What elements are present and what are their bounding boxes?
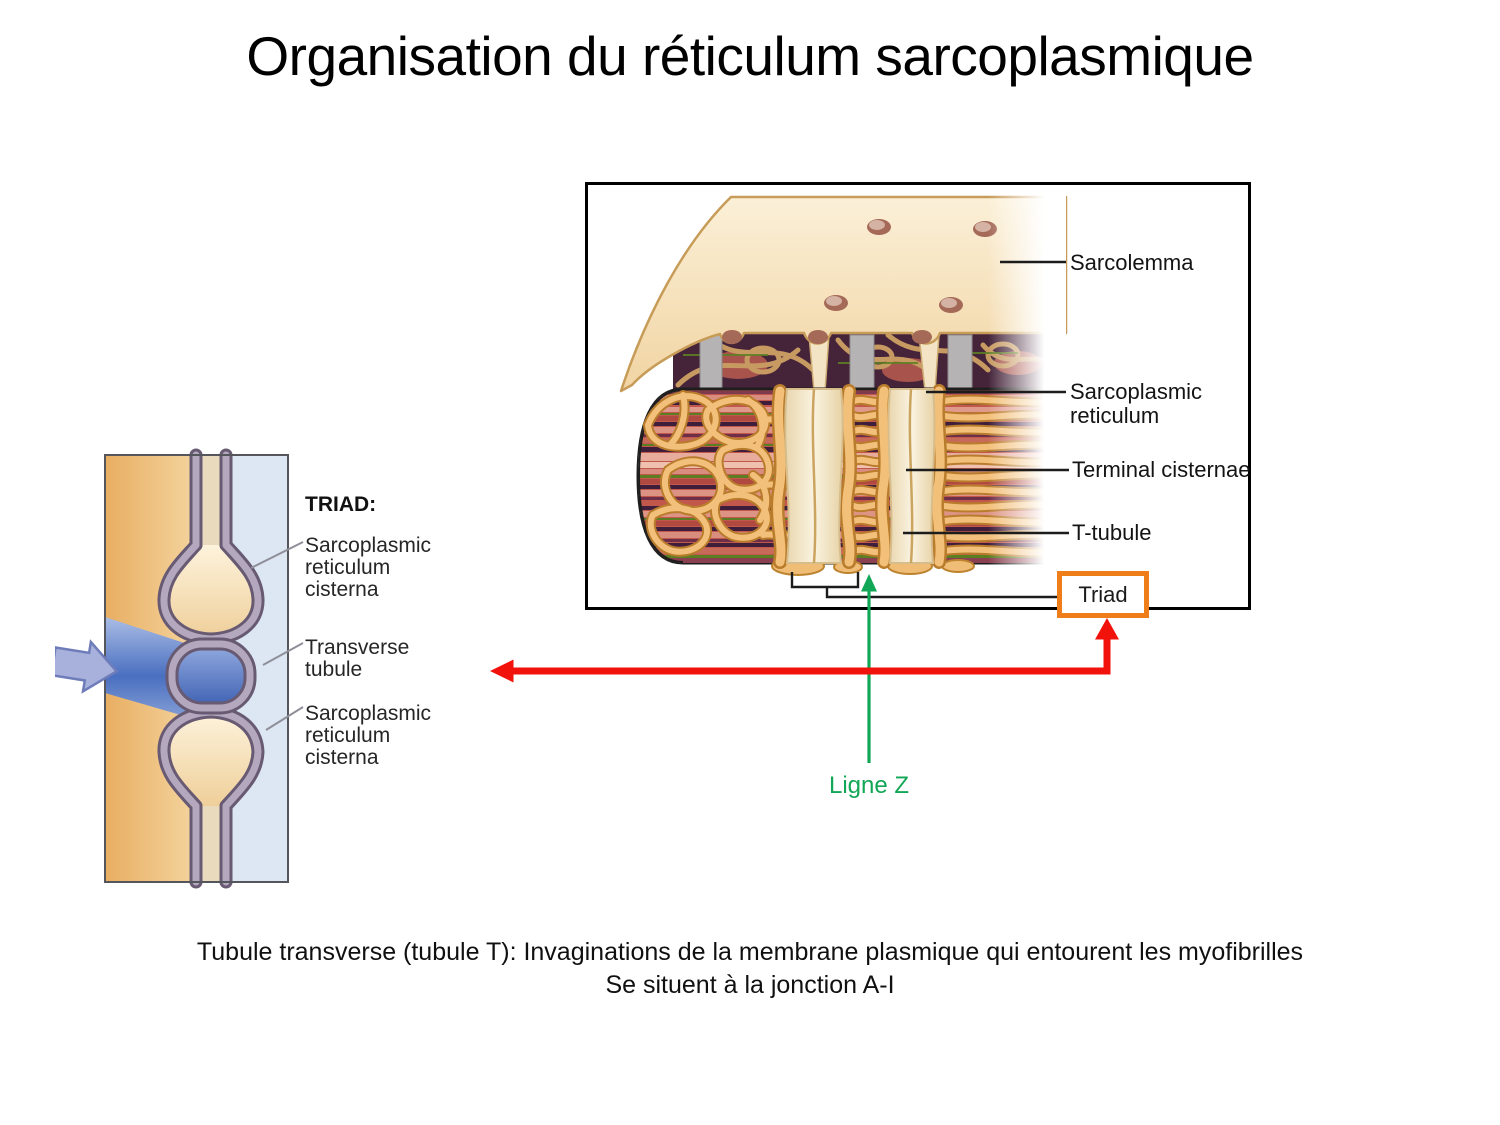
label-triad: Triad	[1078, 581, 1128, 607]
inset-leader-lines	[250, 541, 304, 731]
triad-inset-diagram: TRIAD: Sarcoplasmic reticulum cisterna T…	[55, 425, 445, 915]
slide-title: Organisation du réticulum sarcoplasmique	[246, 25, 1254, 87]
caption-line-2: Se situent à la jonction A-I	[605, 971, 895, 999]
t-tubule-funnels	[808, 334, 940, 392]
sr-tube-structure	[164, 455, 258, 882]
label-sr-cisterna-bottom: Sarcoplasmic reticulum cisterna	[305, 702, 432, 769]
direction-arrow-icon	[55, 639, 119, 694]
fade-overlay	[988, 187, 1066, 605]
triad-pointer-arrow	[490, 618, 1119, 683]
caption-line-1: Tubule transverse (tubule T): Invaginati…	[196, 938, 1304, 966]
triad-highlight-box: Triad	[1057, 571, 1149, 618]
red-arrowhead-up-icon	[1095, 618, 1119, 640]
t-tubule-ring	[172, 644, 250, 708]
muscle-fiber-diagram: Sarcolemma Sarcoplasmic reticulum Termin…	[585, 182, 1251, 610]
label-t-tubule: T-tubule	[1072, 520, 1152, 545]
label-terminal-cisternae: Terminal cisternae	[1072, 457, 1251, 482]
muscle-fiber-illustration	[588, 185, 1248, 607]
leader-lines	[790, 260, 1069, 599]
triad-bracket	[790, 572, 1057, 599]
background-t-tubule-gray-bands	[699, 334, 973, 393]
triad-inset-illustration	[55, 425, 304, 915]
label-transverse-tubule: Transverse tubule	[305, 636, 410, 681]
label-sr-cisterna-top: Sarcoplasmic reticulum cisterna	[305, 534, 432, 601]
caption: Tubule transverse (tubule T): Invaginati…	[0, 936, 1500, 1002]
inset-heading-triad: TRIAD:	[305, 493, 377, 516]
label-ligne-z: Ligne Z	[829, 772, 910, 799]
t-tubule-bands	[784, 388, 936, 564]
label-sarcolemma: Sarcolemma	[1070, 250, 1194, 275]
label-sarcoplasmic-reticulum: Sarcoplasmic reticulum	[1070, 379, 1203, 428]
red-arrowhead-left-icon	[490, 659, 514, 683]
sarcolemma-sheet	[619, 195, 1068, 393]
